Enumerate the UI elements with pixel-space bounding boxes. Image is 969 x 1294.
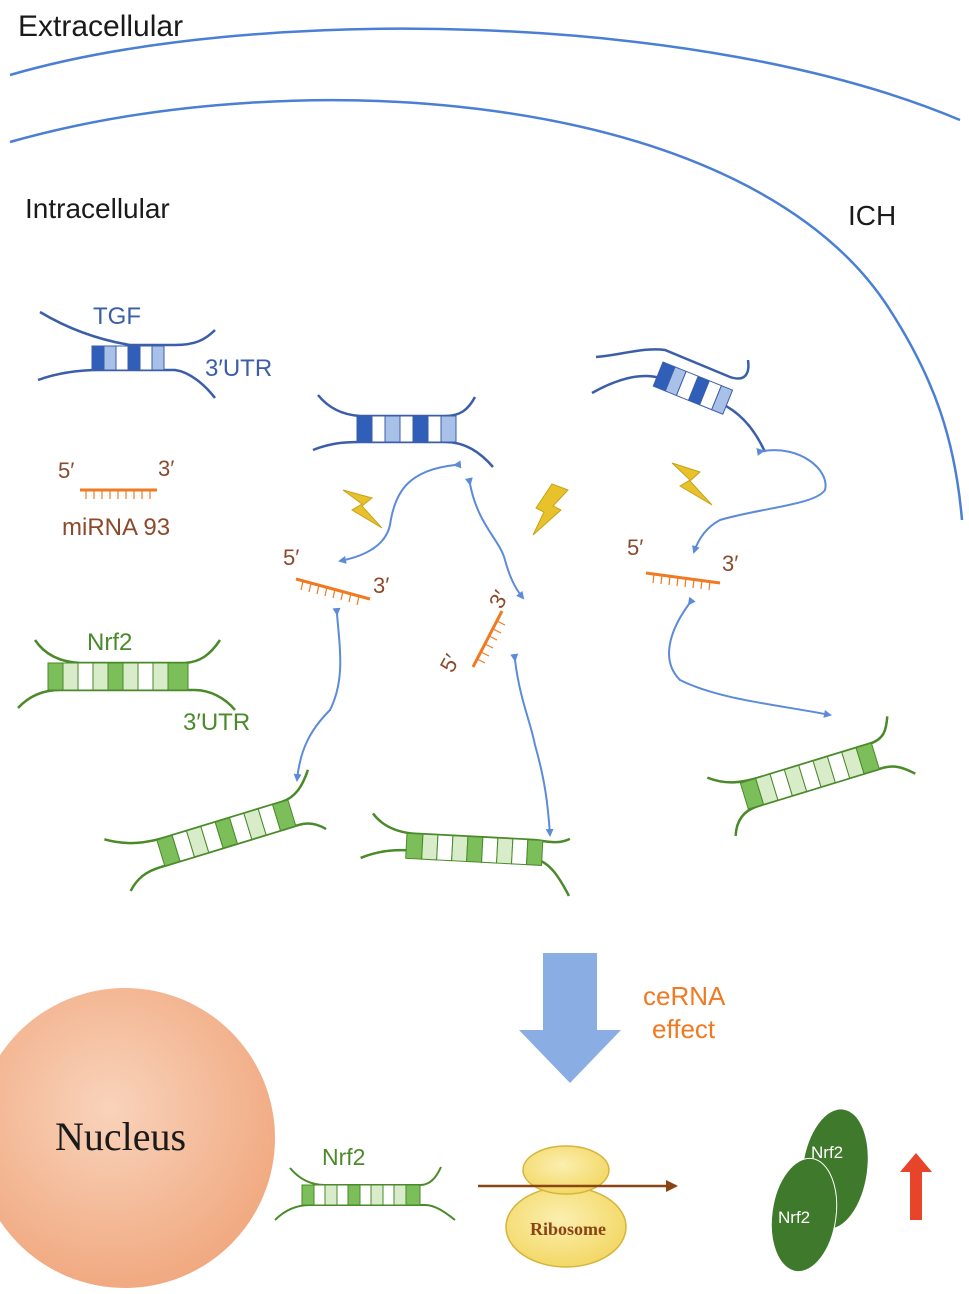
tgf-mrna-legend: TGF 3′UTR [37,303,272,399]
protein-label-1: Nrf2 [811,1143,843,1162]
mirna-5-label: 5′ [627,535,643,560]
mirna-5-label: 5′ [435,650,465,676]
nrf2-proteins: Nrf2 Nrf2 [770,1109,868,1273]
nrf2-label: Nrf2 [87,629,132,656]
lightning-icon [671,462,713,506]
inner-membrane [9,99,964,521]
arrow-mirna-to-nrf2-right [668,596,832,718]
outer-membrane [9,27,961,122]
nucleus-label: Nucleus [55,1114,186,1159]
mirna-center: 3′ 5′ [435,586,514,676]
mirna-center-left: 5′ 3′ [283,545,389,606]
extracellular-label: Extracellular [18,10,183,43]
intracellular-label: Intracellular [25,193,170,224]
tgf-mrna-center [312,394,494,468]
nucleus [0,988,275,1288]
mirna-name-label: miRNA 93 [62,514,170,541]
mirna-5-label: 5′ [283,545,299,570]
nrf2-utr-label: 3′UTR [183,709,250,736]
cerna-label-line2: effect [652,1014,716,1044]
mirna-3-label: 3′ [158,456,174,481]
lightning-icon [342,489,383,529]
nrf2-mrna-legend: Nrf2 3′UTR [17,629,250,736]
mirna-3-label: 3′ [373,573,389,598]
mirna-legend: 5′ 3′ miRNA 93 [58,456,174,541]
tgf-utr-label: 3′UTR [205,355,272,382]
interaction-arrows [293,448,832,837]
cerna-label-line1: ceRNA [643,981,726,1011]
ribosome-label: Ribosome [530,1219,606,1239]
ribosome: Ribosome [478,1145,678,1268]
tgf-label: TGF [93,303,141,330]
arrow-tgf-to-mirna-left [338,460,462,564]
arrow-mirna-to-nrf2-left [293,607,342,782]
cerna-effect-arrow [519,953,621,1083]
nrf2-mrna-bottom: Nrf2 [274,1144,456,1221]
protein-label-2: Nrf2 [778,1208,810,1227]
arrow-mirna-to-nrf2-center [510,653,554,837]
mirna-right: 5′ 3′ [627,535,738,591]
mirna-3-label: 3′ [484,586,514,612]
lightning-icon [532,483,569,536]
arrow-tgf-to-mirna-center [464,477,525,600]
ich-label: ICH [848,200,896,231]
nrf2-mrna-center [360,812,571,897]
arrow-tgf-to-mirna-right [692,448,827,554]
tgf-mrna-right [591,348,767,453]
mirna-3-label: 3′ [722,551,738,576]
nrf2-mrna-left [104,769,327,892]
nrf2-mrna-right [706,716,916,837]
increase-arrow-icon [900,1153,932,1220]
mirna-5-label: 5′ [58,458,74,483]
nrf2-bottom-label: Nrf2 [322,1144,365,1170]
